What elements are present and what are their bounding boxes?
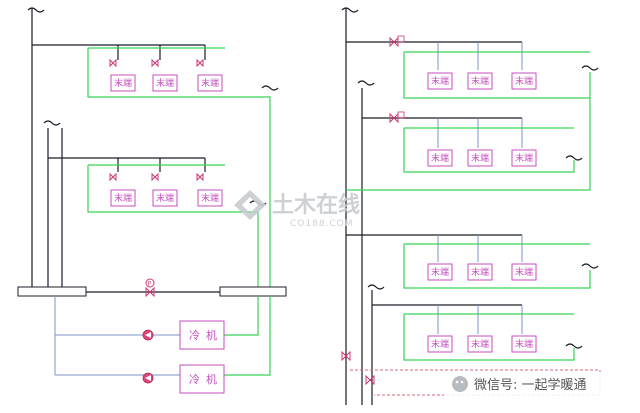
terminal-z1-3: 末端 (511, 72, 537, 90)
bottom-valve-2-icon (365, 374, 375, 386)
terminal-label: 末端 (201, 192, 219, 204)
chiller-2: 冷机 (179, 364, 225, 394)
right-third-riser-break (367, 284, 385, 290)
terminal-label: 末端 (515, 338, 533, 350)
right-second-riser-break (357, 80, 375, 86)
terminal-label: 末端 (471, 75, 489, 87)
chiller-supply-pipes (54, 296, 180, 376)
terminal-label: 末端 (515, 152, 533, 164)
lower-return-loop (87, 165, 259, 290)
second-riser-break (43, 120, 61, 126)
pump-arrow-1 (145, 332, 151, 338)
pressure-gauge-icon (145, 278, 155, 288)
zone4-return (403, 313, 575, 361)
terminal-z1-2: 末端 (467, 72, 493, 90)
terminal-z3-1: 末端 (427, 263, 453, 281)
zone2-return-break (565, 155, 583, 161)
upper-return-loop (87, 48, 271, 290)
terminal-z3-2: 末端 (467, 263, 493, 281)
terminal-upper-1: 末端 (109, 58, 136, 92)
chiller-1: 冷机 (179, 320, 225, 350)
wechat-account-text: 微信号: 一起学暖通 (474, 377, 587, 393)
terminal-z2-3: 末端 (511, 149, 537, 167)
zone-return-collector (346, 98, 591, 191)
watermark: 土木在线 CO188.COM (234, 190, 360, 229)
terminal-label: 末端 (431, 338, 449, 350)
zone1-return-break (581, 65, 599, 71)
terminal-z4-2: 末端 (467, 335, 493, 353)
chiller-label-1: 冷机 (189, 328, 223, 342)
terminal-z4-3: 末端 (511, 335, 537, 353)
terminal-z2-1: 末端 (427, 149, 453, 167)
terminal-label: 末端 (431, 266, 449, 278)
right-riser-break (341, 7, 359, 13)
terminal-z4-1: 末端 (427, 335, 453, 353)
zone4-drops (437, 305, 523, 334)
terminal-label: 末端 (515, 75, 533, 87)
terminal-label: 末端 (201, 77, 219, 89)
chiller-return-pipes (224, 296, 271, 376)
bottom-valve-1-icon (341, 350, 351, 362)
zone2-return (403, 127, 575, 173)
zone2-drops (437, 118, 523, 148)
zone1-return (403, 51, 591, 99)
upper-return-break (261, 85, 279, 91)
zone3-drops (437, 235, 523, 262)
terminal-z2-2: 末端 (467, 149, 493, 167)
zone1-drops (437, 42, 523, 70)
terminal-lower-3: 末端 (196, 172, 223, 207)
wechat-icon (452, 376, 468, 392)
terminal-upper-3: 末端 (196, 58, 223, 92)
terminal-label: 末端 (114, 192, 132, 204)
zone4-return-break (565, 343, 583, 349)
zone3-return-break (581, 263, 599, 269)
terminal-lower-1: 末端 (109, 172, 136, 207)
chiller-label-2: 冷机 (189, 372, 223, 386)
terminal-label: 末端 (431, 152, 449, 164)
return-header (219, 286, 287, 297)
terminal-label: 末端 (471, 338, 489, 350)
left-system: P 冷机 冷机 末端 末端 末 (17, 7, 287, 394)
pump-arrow-2 (145, 375, 151, 381)
terminal-lower-2: 末端 (151, 172, 178, 207)
right-system: 末端 末端 末端 末端 末端 末端 末端 末端 (341, 7, 601, 405)
watermark-logo-icon (234, 190, 266, 220)
terminal-label: 末端 (156, 192, 174, 204)
supply-header (17, 286, 87, 297)
bypass-valve-icon (145, 286, 155, 298)
zone3-return (403, 243, 591, 289)
terminal-label: 末端 (471, 152, 489, 164)
upper-supply-drops (117, 45, 206, 60)
terminal-z3-3: 末端 (511, 263, 537, 281)
terminal-label: 末端 (471, 266, 489, 278)
watermark-sub: CO188.COM (290, 219, 354, 229)
pressure-gauge-label: P (148, 281, 152, 288)
terminal-label: 末端 (114, 77, 132, 89)
left-riser-break (27, 7, 45, 13)
terminal-label: 末端 (431, 75, 449, 87)
terminal-z1-1: 末端 (427, 72, 453, 90)
terminal-label: 末端 (156, 77, 174, 89)
wechat-badge: 微信号: 一起学暖通 (444, 372, 634, 398)
terminal-upper-2: 末端 (151, 58, 178, 92)
terminal-label: 末端 (515, 266, 533, 278)
watermark-main: 土木在线 (272, 192, 360, 218)
